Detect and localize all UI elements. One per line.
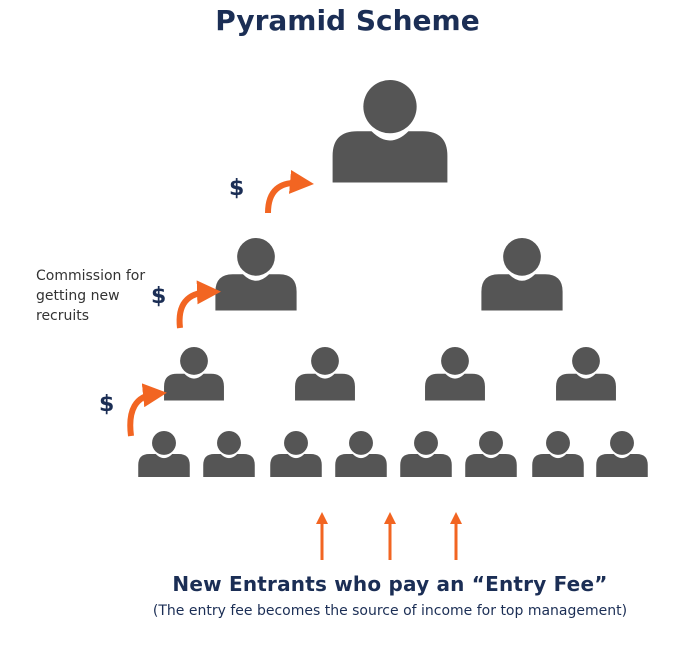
curved-arrow-icon [176, 280, 221, 329]
up-arrow-head [384, 512, 396, 524]
person-icon [164, 347, 224, 401]
commission-arrows [127, 169, 314, 437]
page-title: Pyramid Scheme [215, 4, 480, 37]
dollar-signs: $ $ $ [99, 176, 244, 417]
person-icon [556, 347, 616, 401]
person-icon [295, 347, 355, 401]
up-arrow-head [316, 512, 328, 524]
person-icon [335, 431, 387, 477]
entry-fee-note: (The entry fee becomes the source of inc… [152, 603, 628, 619]
person-icon [203, 431, 255, 477]
commission-label: Commission for getting new recruits [36, 268, 146, 324]
person-icon [138, 431, 190, 477]
person-icon [425, 347, 485, 401]
person-icon [270, 431, 322, 477]
dollar-sign: $ [229, 176, 244, 201]
person-icon [596, 431, 648, 477]
entry-fee-arrows [316, 512, 462, 560]
up-arrow-head [450, 512, 462, 524]
people-layer [138, 80, 648, 477]
dollar-sign: $ [99, 392, 114, 417]
person-icon [532, 431, 584, 477]
person-icon [332, 80, 448, 183]
person-icon [215, 238, 297, 311]
person-icon [400, 431, 452, 477]
person-icon [465, 431, 517, 477]
new-entrants-caption: New Entrants who pay an “Entry Fee” [172, 572, 608, 596]
curved-arrow-icon [127, 383, 167, 437]
person-icon [481, 238, 563, 311]
curved-arrow-icon [265, 169, 314, 214]
dollar-sign: $ [151, 284, 166, 309]
